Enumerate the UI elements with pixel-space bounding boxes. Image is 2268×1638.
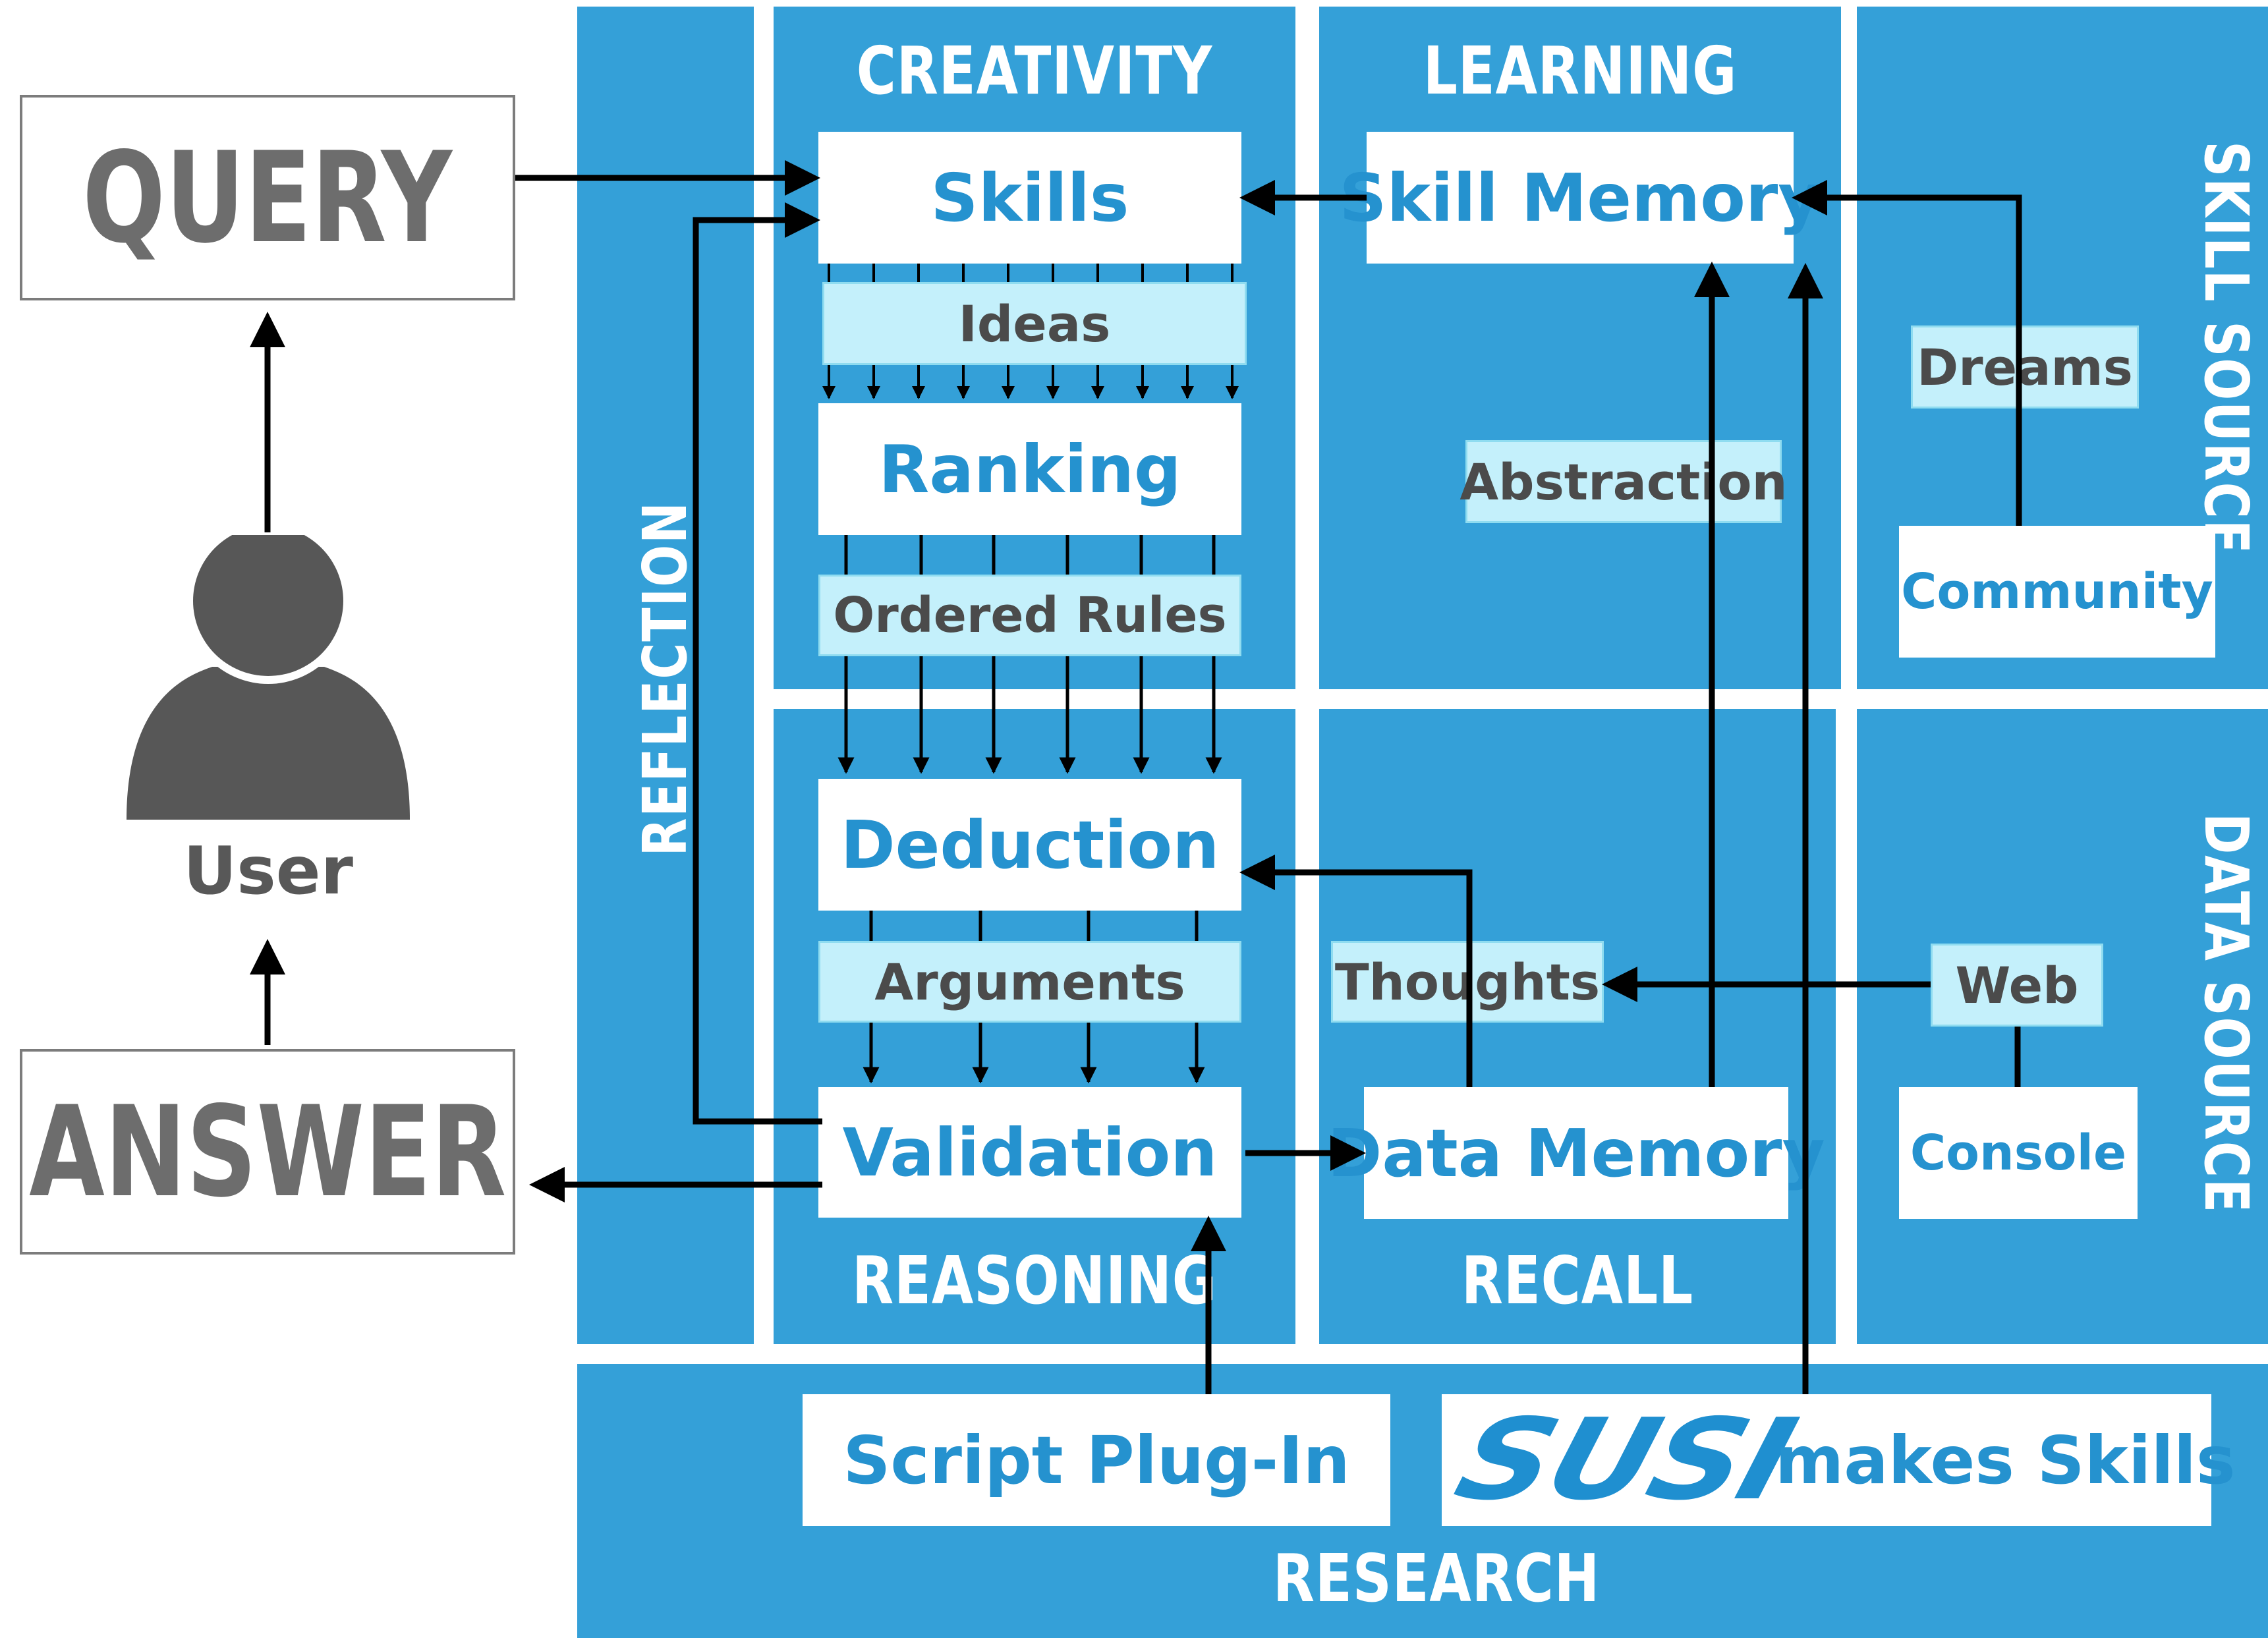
- reasoning-title: REASONING: [852, 1242, 1217, 1319]
- arrow-reflection-loop: [693, 202, 822, 1125]
- query-box: QUERY: [20, 95, 515, 300]
- data-source-panel: [1857, 709, 2268, 1344]
- susi-makes-skills-node: SUSI makes Skills: [1442, 1394, 2236, 1526]
- research-title: RESEARCH: [1272, 1540, 1601, 1617]
- answer-box: ANSWER: [20, 1049, 515, 1255]
- recall-title: RECALL: [1461, 1242, 1694, 1319]
- recall-panel: [1319, 709, 1836, 1344]
- skill-memory-node: Skill Memory: [1340, 132, 1821, 264]
- script-plugin-node: Script Plug-In: [803, 1394, 1390, 1526]
- web-node: Web: [1931, 944, 2103, 1027]
- community-node: Community: [1899, 526, 2215, 658]
- arguments-node: Arguments: [818, 941, 1241, 1023]
- data-memory-node: Data Memory: [1327, 1087, 1825, 1219]
- arrow-data-memory-to-deduction: [1239, 855, 1473, 1087]
- arrow-community-to-skill-memory: [1792, 180, 2022, 526]
- user-icon: [127, 535, 410, 820]
- skills-node: Skills: [818, 132, 1241, 264]
- query-label: QUERY: [82, 125, 453, 271]
- dreams-node: Dreams: [1911, 325, 2139, 409]
- answer-label: ANSWER: [28, 1079, 507, 1225]
- user-label: User: [183, 832, 353, 909]
- ideas-node: Ideas: [822, 282, 1247, 365]
- susi-tagline: makes Skills: [1775, 1421, 2236, 1499]
- ranking-node: Ranking: [818, 403, 1241, 535]
- console-node: Console: [1899, 1087, 2138, 1219]
- validation-node: Validation: [818, 1087, 1241, 1218]
- abstraction-node: Abstraction: [1460, 440, 1788, 523]
- learning-panel: [1319, 7, 1841, 689]
- creativity-title: CREATIVITY: [856, 32, 1213, 109]
- ordered-rules-node: Ordered Rules: [818, 575, 1241, 656]
- deduction-node: Deduction: [818, 779, 1241, 911]
- learning-title: LEARNING: [1423, 32, 1738, 109]
